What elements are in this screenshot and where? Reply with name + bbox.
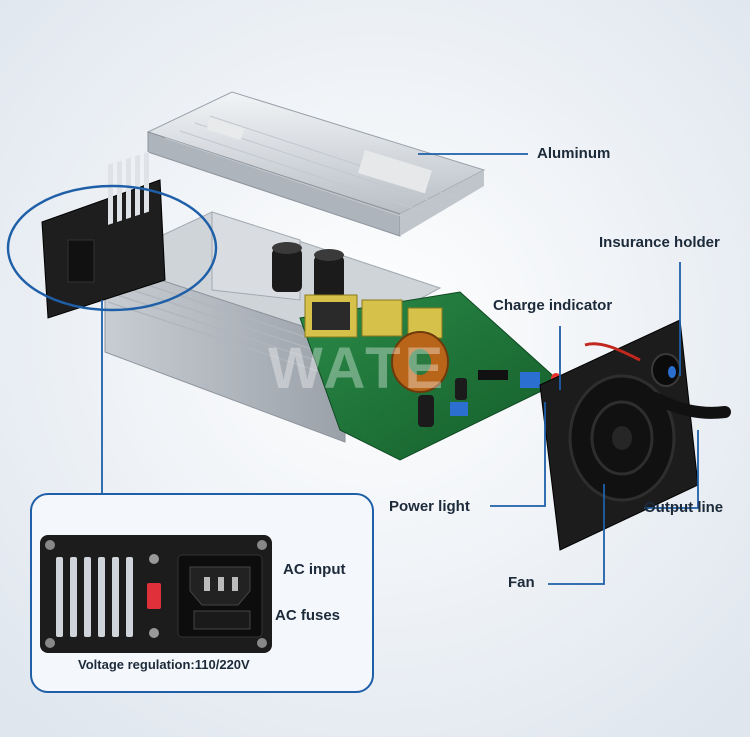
label-ac-fuses: AC fuses: [275, 607, 340, 624]
label-charge-indicator: Charge indicator: [493, 297, 612, 314]
label-power-light: Power light: [389, 498, 470, 515]
label-voltage-regulation: Voltage regulation:110/220V: [78, 657, 250, 672]
label-insurance-holder: Insurance holder: [599, 234, 720, 251]
label-aluminum: Aluminum: [537, 145, 610, 162]
watermark: WATE: [268, 335, 447, 402]
label-output-line: Output line: [644, 499, 723, 516]
label-fan: Fan: [508, 574, 535, 591]
label-ac-input: AC input: [283, 561, 345, 578]
